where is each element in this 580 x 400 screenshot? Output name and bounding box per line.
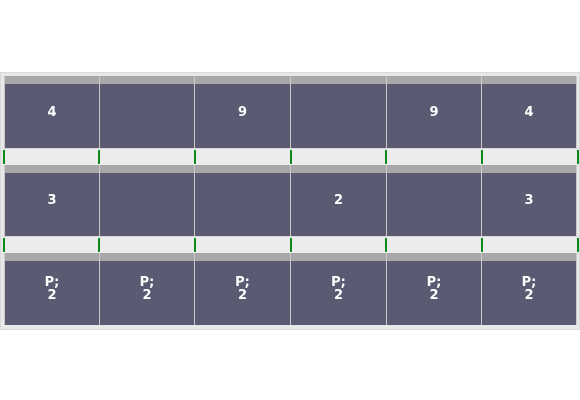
board-cell[interactable]: 9 xyxy=(386,76,482,148)
cell-value: 3 xyxy=(524,193,534,208)
cell-header-bar xyxy=(195,165,290,173)
cell-header-bar xyxy=(100,253,194,261)
marker-tick xyxy=(3,238,5,252)
cell-header-bar xyxy=(100,165,194,173)
board-cell[interactable]: P; 2 xyxy=(290,253,387,325)
marker-tick xyxy=(385,150,387,164)
marker-tick xyxy=(577,150,579,164)
cell-value: P; 2 xyxy=(426,275,442,303)
board-cell[interactable] xyxy=(99,165,195,236)
row-divider xyxy=(3,148,579,166)
board-cell[interactable]: 3 xyxy=(481,165,577,236)
marker-tick xyxy=(290,150,292,164)
board-cell[interactable]: 2 xyxy=(290,165,387,236)
cell-value: P; 2 xyxy=(331,275,346,303)
cell-header-bar xyxy=(387,76,481,84)
cell-header-bar xyxy=(291,253,386,261)
cell-header-bar xyxy=(482,76,576,84)
marker-tick xyxy=(385,238,387,252)
marker-tick xyxy=(290,238,292,252)
board-cell[interactable] xyxy=(99,76,195,148)
marker-tick xyxy=(481,150,483,164)
board-cell[interactable] xyxy=(194,165,291,236)
cell-header-bar xyxy=(195,76,290,84)
cell-header-bar xyxy=(291,76,386,84)
cell-value: 2 xyxy=(333,193,344,208)
game-board: 4 9 9 4 3 2 xyxy=(0,72,580,330)
board-cell[interactable]: P; 2 xyxy=(481,253,577,325)
board-cell[interactable]: P; 2 xyxy=(4,253,100,325)
board-cell[interactable]: P; 2 xyxy=(386,253,482,325)
marker-tick xyxy=(98,238,100,252)
cell-value: P; 2 xyxy=(521,275,537,303)
marker-tick xyxy=(577,238,579,252)
cell-value: 9 xyxy=(237,104,248,120)
cell-header-bar xyxy=(482,165,576,173)
cell-header-bar xyxy=(5,165,99,173)
cell-header-bar xyxy=(195,253,290,261)
marker-tick xyxy=(194,150,196,164)
board-cell[interactable]: P; 2 xyxy=(194,253,291,325)
board-cell[interactable]: 4 xyxy=(4,76,100,148)
board-cell[interactable] xyxy=(386,165,482,236)
cell-header-bar xyxy=(387,253,481,261)
marker-tick xyxy=(98,150,100,164)
cell-value: 4 xyxy=(47,104,57,120)
cell-value: P; 2 xyxy=(139,275,155,303)
board-cell[interactable]: 4 xyxy=(481,76,577,148)
marker-tick xyxy=(194,238,196,252)
cell-header-bar xyxy=(291,165,386,173)
cell-header-bar xyxy=(5,76,99,84)
board-cell[interactable]: P; 2 xyxy=(99,253,195,325)
cell-header-bar xyxy=(5,253,99,261)
row-divider xyxy=(3,236,579,254)
board-cell[interactable] xyxy=(290,76,387,148)
cell-header-bar xyxy=(482,253,576,261)
cell-value: P; 2 xyxy=(235,275,250,303)
cell-value: P; 2 xyxy=(44,275,60,303)
cell-header-bar xyxy=(100,76,194,84)
cell-value: 3 xyxy=(47,193,57,208)
cell-value: 9 xyxy=(429,104,439,120)
cell-value: 4 xyxy=(524,104,534,120)
board-cell[interactable]: 3 xyxy=(4,165,100,236)
board-cell[interactable]: 9 xyxy=(194,76,291,148)
cell-header-bar xyxy=(387,165,481,173)
marker-tick xyxy=(3,150,5,164)
marker-tick xyxy=(481,238,483,252)
